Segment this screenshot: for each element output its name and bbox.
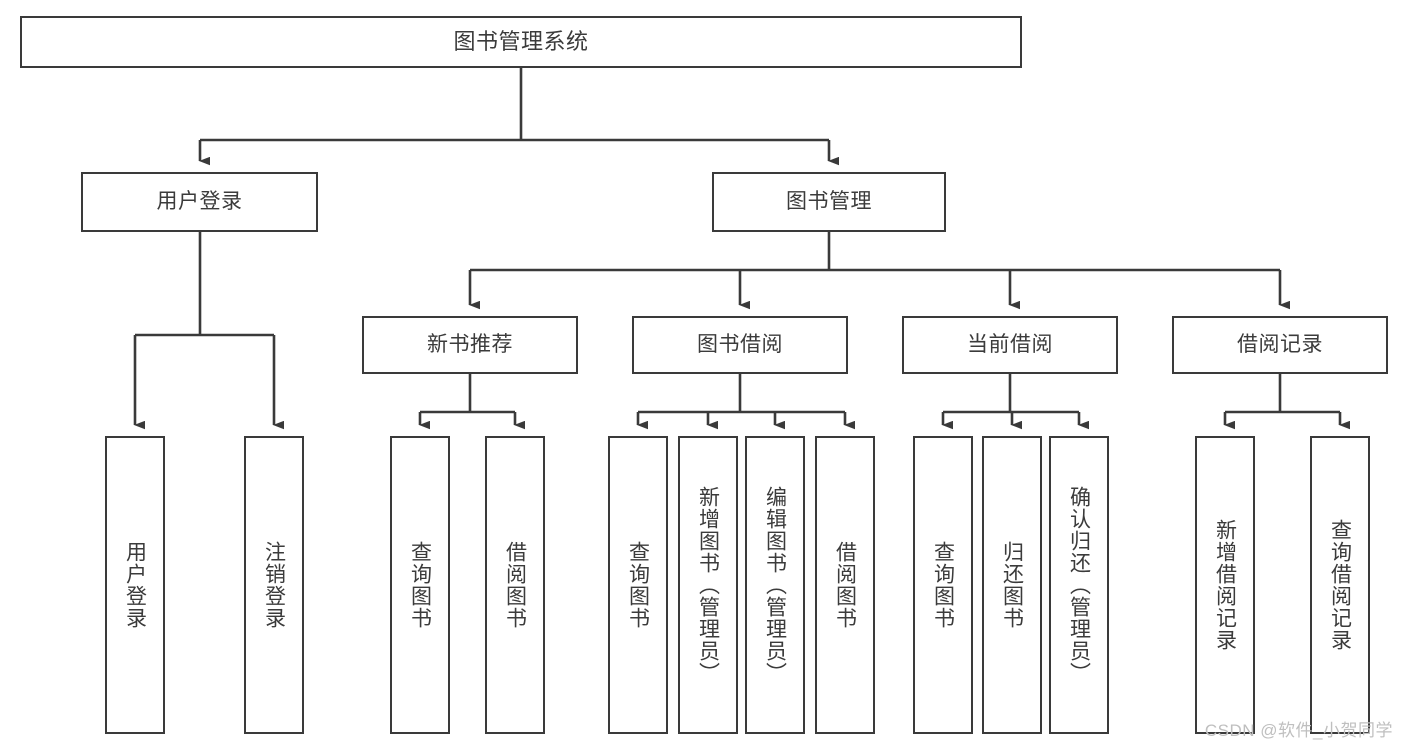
leaf-add-record[interactable]: 新增借阅记录 (1195, 436, 1255, 734)
leaf-add-book[interactable]: 新增图书（管理员） (678, 436, 738, 734)
leaf-user-login[interactable]: 用户登录 (105, 436, 165, 734)
leaf-query-book-1-label: 查询图书 (408, 541, 432, 629)
leaf-query-record-label: 查询借阅记录 (1328, 519, 1352, 651)
leaf-query-book-2-label: 查询图书 (626, 541, 650, 629)
csdn-watermark: CSDN @软件_小贺同学 (1204, 721, 1393, 740)
node-borrow-record-label: 借阅记录 (1237, 332, 1323, 356)
node-borrow-record[interactable]: 借阅记录 (1172, 316, 1388, 374)
node-book-borrow[interactable]: 图书借阅 (632, 316, 848, 374)
node-book-borrow-label: 图书借阅 (697, 332, 783, 356)
leaf-logout[interactable]: 注销登录 (244, 436, 304, 734)
node-new-book-recommend-label: 新书推荐 (427, 332, 513, 356)
leaf-return-book-label: 归还图书 (1000, 541, 1024, 629)
leaf-query-book-1[interactable]: 查询图书 (390, 436, 450, 734)
leaf-query-book-3[interactable]: 查询图书 (913, 436, 973, 734)
node-user-login-label: 用户登录 (156, 189, 243, 213)
leaf-add-book-label: 新增图书（管理员） (696, 486, 720, 684)
leaf-add-record-label: 新增借阅记录 (1213, 519, 1237, 651)
leaf-borrow-book-2-label: 借阅图书 (833, 541, 857, 629)
leaf-borrow-book-2[interactable]: 借阅图书 (815, 436, 875, 734)
leaf-query-record[interactable]: 查询借阅记录 (1310, 436, 1370, 734)
leaf-return-book[interactable]: 归还图书 (982, 436, 1042, 734)
node-new-book-recommend[interactable]: 新书推荐 (362, 316, 578, 374)
connector-lines (133, 68, 1350, 430)
leaf-borrow-book-1-label: 借阅图书 (503, 541, 527, 629)
leaf-query-book-3-label: 查询图书 (931, 541, 955, 629)
node-root[interactable]: 图书管理系统 (20, 16, 1022, 68)
node-book-manage-label: 图书管理 (786, 189, 872, 213)
node-root-label: 图书管理系统 (453, 29, 589, 55)
leaf-edit-book[interactable]: 编辑图书（管理员） (745, 436, 805, 734)
leaf-confirm-return[interactable]: 确认归还（管理员） (1049, 436, 1109, 734)
node-user-login[interactable]: 用户登录 (81, 172, 318, 232)
node-current-borrow-label: 当前借阅 (967, 332, 1053, 356)
node-current-borrow[interactable]: 当前借阅 (902, 316, 1118, 374)
leaf-query-book-2[interactable]: 查询图书 (608, 436, 668, 734)
leaf-edit-book-label: 编辑图书（管理员） (763, 486, 787, 684)
leaf-user-login-label: 用户登录 (123, 541, 147, 629)
node-book-manage[interactable]: 图书管理 (712, 172, 946, 232)
leaf-confirm-return-label: 确认归还（管理员） (1067, 486, 1091, 684)
leaf-logout-label: 注销登录 (262, 541, 286, 629)
leaf-borrow-book-1[interactable]: 借阅图书 (485, 436, 545, 734)
